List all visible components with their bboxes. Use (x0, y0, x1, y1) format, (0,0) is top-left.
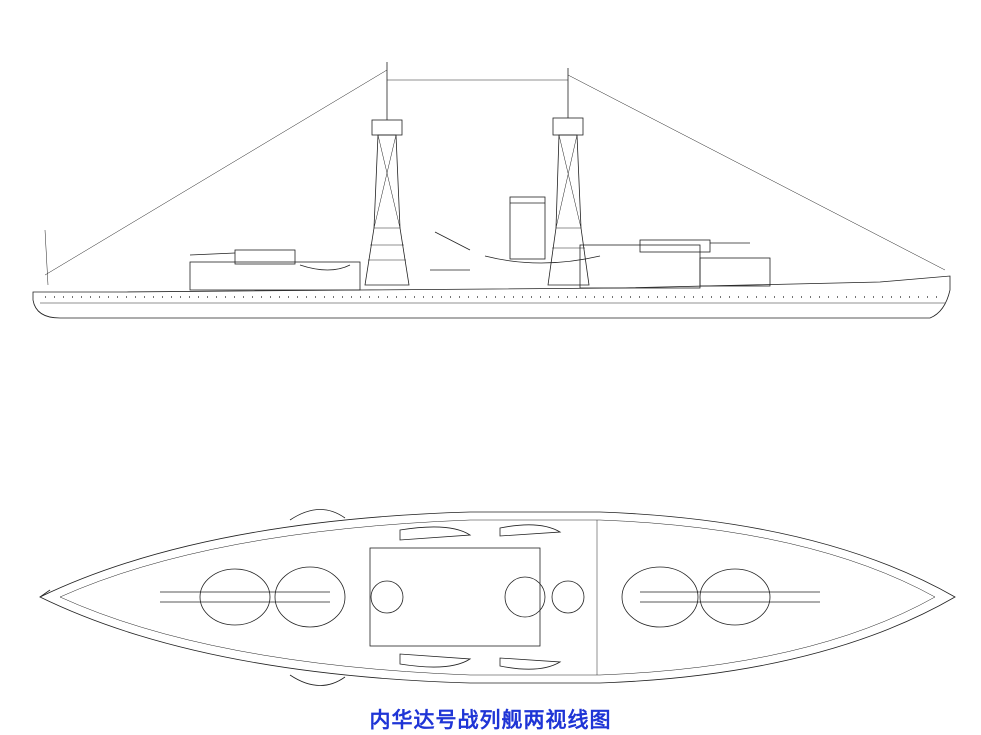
funnel-plan (504, 576, 546, 618)
turret-aft-1 (639, 239, 711, 253)
turret-plan-3 (621, 566, 699, 628)
cage-mast-fore (364, 62, 410, 286)
turret-fore-1 (234, 249, 296, 265)
forward-superstructure (189, 261, 361, 291)
hull-plan (39, 511, 956, 684)
rigging (44, 69, 946, 286)
cage-mast-aft (547, 68, 590, 286)
turret-plan-4 (699, 568, 771, 626)
funnel (509, 196, 546, 260)
drawing-caption: 内华达号战列舰两视线图 (369, 708, 612, 732)
turret-plan-1 (199, 568, 271, 626)
turret-plan-2 (274, 566, 346, 628)
side-elevation-view (32, 62, 951, 319)
hull-side (32, 275, 951, 319)
plan-view (39, 509, 956, 686)
